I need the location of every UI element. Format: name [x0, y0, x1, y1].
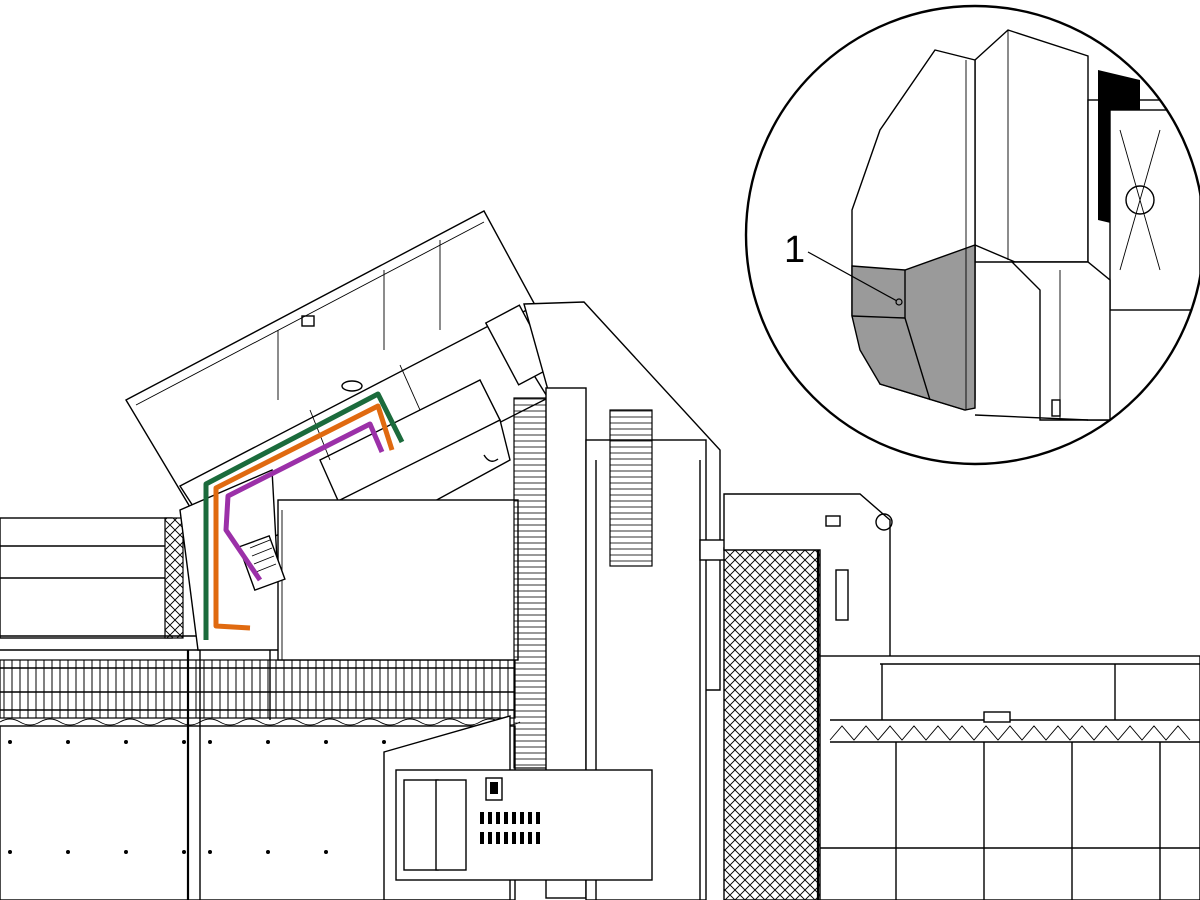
callout-label-1: 1	[784, 229, 805, 271]
guard-rail	[0, 659, 521, 726]
purple-cable	[223, 421, 385, 582]
callout-leader	[807, 251, 898, 302]
detail-view: 1	[744, 4, 1200, 466]
green-cable	[203, 391, 405, 640]
orange-cable	[213, 403, 395, 631]
left-conveyor	[0, 517, 200, 651]
electrical-box	[383, 715, 653, 900]
cable-routing	[203, 391, 405, 640]
right-conveyor	[819, 655, 1200, 900]
vent-slots	[480, 812, 540, 844]
frame-rivets	[8, 740, 444, 854]
highlighted-lower-panel	[851, 244, 976, 411]
